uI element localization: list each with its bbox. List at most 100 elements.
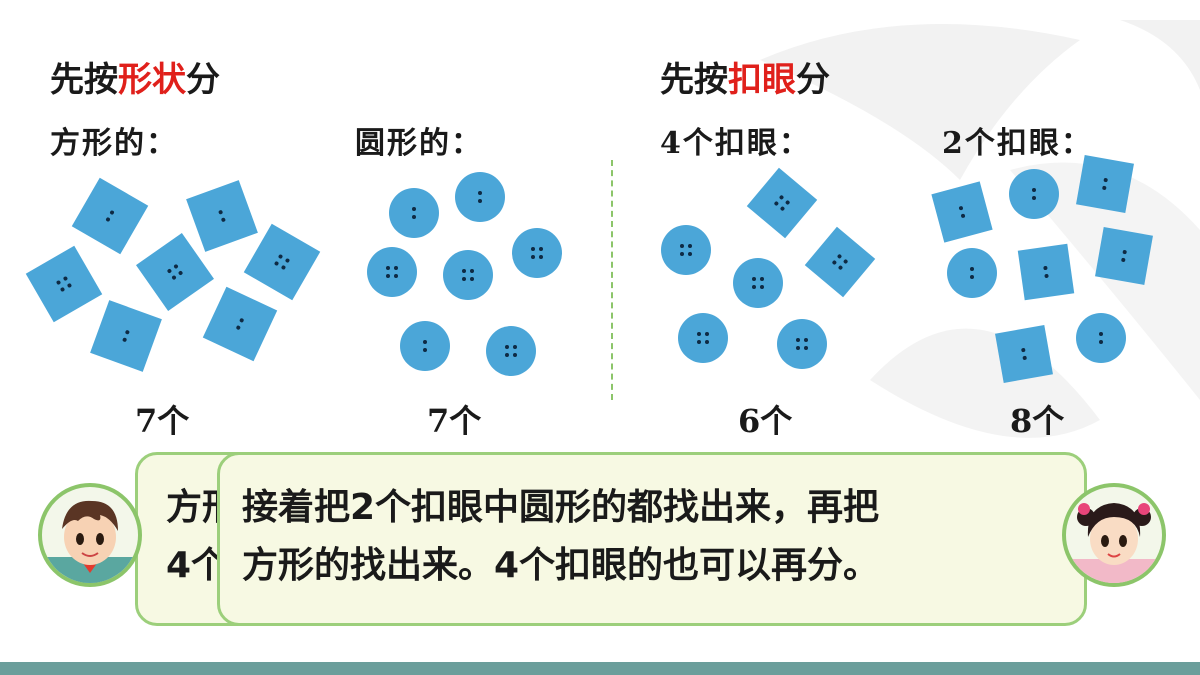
front-bubble-line1: 接着把2个扣眼中圆形的都找出来，再把 <box>242 487 880 528</box>
button-hole <box>705 340 709 344</box>
button-hole <box>412 215 416 219</box>
button-hole <box>804 338 808 342</box>
button-hole <box>539 247 543 251</box>
button-hole <box>412 207 416 211</box>
round-button-2-holes <box>400 321 450 371</box>
square-button-2-holes <box>1017 243 1075 301</box>
button-hole <box>531 247 535 251</box>
button-hole <box>59 286 66 293</box>
button-hole <box>752 277 756 281</box>
group-label-round: 圆形的： <box>355 126 483 161</box>
button-hole <box>122 337 128 343</box>
button-hole <box>1020 347 1026 353</box>
button-hole <box>124 329 130 335</box>
button-hole <box>1032 188 1036 192</box>
button-hole <box>513 345 517 349</box>
boy-avatar <box>38 483 142 587</box>
round-button-2-holes <box>455 172 505 222</box>
button-hole <box>1022 355 1028 361</box>
button-hole <box>55 279 62 286</box>
button-hole <box>778 194 785 201</box>
button-hole <box>394 266 398 270</box>
button-hole <box>423 348 427 352</box>
button-hole <box>697 332 701 336</box>
button-hole <box>1044 273 1049 279</box>
button-hole <box>831 259 838 266</box>
button-hole <box>1099 332 1103 336</box>
square-button-2-holes <box>1095 227 1153 285</box>
button-hole <box>531 255 535 259</box>
button-hole <box>842 258 849 265</box>
button-hole <box>1032 196 1036 200</box>
square-button-2-holes <box>1076 155 1134 213</box>
button-hole <box>688 244 692 248</box>
round-button-4-holes <box>777 319 827 369</box>
button-hole <box>239 317 245 324</box>
button-hole <box>680 252 684 256</box>
round-button-2-holes <box>1076 313 1126 363</box>
button-hole <box>386 274 390 278</box>
round-button-4-holes <box>661 225 711 275</box>
button-hole <box>836 253 843 260</box>
button-hole <box>705 332 709 336</box>
button-hole <box>773 200 780 207</box>
button-hole <box>779 205 786 212</box>
button-hole <box>539 255 543 259</box>
square-button-2-holes <box>995 325 1053 383</box>
round-button-4-holes <box>733 258 783 308</box>
button-hole <box>280 264 287 271</box>
button-hole <box>1103 177 1109 183</box>
button-hole <box>62 275 69 282</box>
button-hole <box>837 264 844 271</box>
button-hole <box>1120 257 1126 263</box>
group-label-two-holes: 2个扣眼： <box>942 126 1093 161</box>
back-bubble-line2: 4个 <box>166 545 228 586</box>
round-button-4-holes <box>486 326 536 376</box>
button-hole <box>423 340 427 344</box>
button-hole <box>505 353 509 357</box>
button-hole <box>470 277 474 281</box>
count-round: 7个 <box>427 402 482 440</box>
footer-bar <box>0 662 1200 675</box>
count-four-holes: 6个 <box>738 402 793 440</box>
button-hole <box>688 252 692 256</box>
button-hole <box>109 209 115 216</box>
button-hole <box>513 353 517 357</box>
front-bubble-line2: 方形的找出来。4个扣眼的也可以再分。 <box>242 545 880 586</box>
button-hole <box>804 346 808 350</box>
button-hole <box>796 346 800 350</box>
round-button-4-holes <box>678 313 728 363</box>
button-hole <box>958 205 964 211</box>
button-hole <box>760 277 764 281</box>
button-hole <box>1101 185 1107 191</box>
round-button-4-holes <box>443 250 493 300</box>
button-hole <box>462 269 466 273</box>
button-hole <box>680 244 684 248</box>
button-hole <box>760 285 764 289</box>
button-hole <box>1043 265 1048 271</box>
right-section-title: 先按扣眼分 <box>660 60 830 100</box>
group-label-four-holes: 4个扣眼： <box>660 126 811 161</box>
button-hole <box>478 199 482 203</box>
button-hole <box>273 260 280 267</box>
button-hole <box>462 277 466 281</box>
button-hole <box>970 267 974 271</box>
button-hole <box>386 266 390 270</box>
count-square: 7个 <box>135 402 190 440</box>
front-speech-bubble: 接着把2个扣眼中圆形的都找出来，再把 方形的找出来。4个扣眼的也可以再分。 <box>217 452 1087 626</box>
button-hole <box>478 191 482 195</box>
button-hole <box>470 269 474 273</box>
button-hole <box>505 345 509 349</box>
button-hole <box>697 340 701 344</box>
button-hole <box>796 338 800 342</box>
button-hole <box>171 274 177 281</box>
count-two-holes: 8个 <box>1010 402 1065 440</box>
round-button-4-holes <box>512 228 562 278</box>
round-button-2-holes <box>947 248 997 298</box>
round-button-4-holes <box>367 247 417 297</box>
button-hole <box>173 263 179 270</box>
button-hole <box>784 199 791 206</box>
button-hole <box>105 216 111 223</box>
button-hole <box>166 268 173 274</box>
